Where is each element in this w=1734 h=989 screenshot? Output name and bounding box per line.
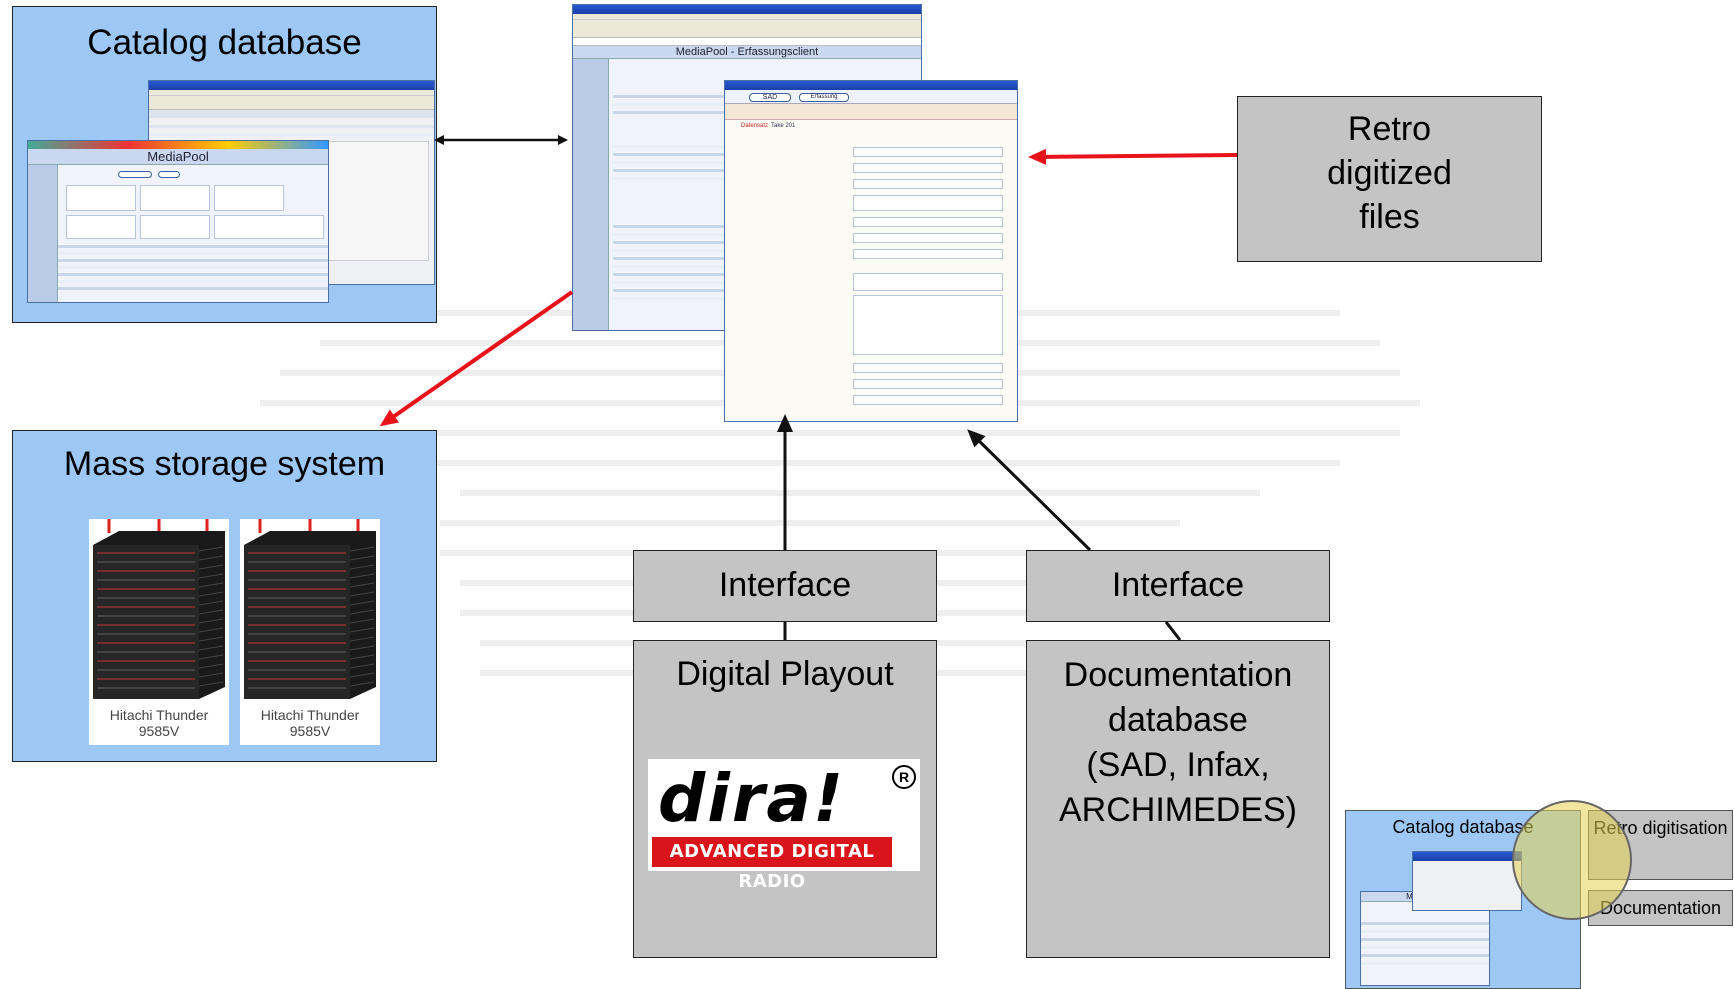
dira-logo: dira! R ADVANCED DIGITAL RADIO xyxy=(648,759,920,892)
drive-bay-side-line xyxy=(349,654,375,660)
drive-bay-side-line xyxy=(198,636,224,642)
documentation-database-box: Documentation database (SAD, Infax, ARCH… xyxy=(1026,640,1330,958)
drive-bay-side-line xyxy=(198,573,224,579)
mass-storage-system-box: Mass storage system Hitachi Thunder 9585… xyxy=(12,430,437,762)
interface-label: Interface xyxy=(718,566,852,604)
center-mediapool-header: MediaPool - Erfassungsclient xyxy=(573,46,921,59)
thumb-retro-panel: Retro digitisation xyxy=(1588,810,1733,880)
drive-bay-side-line xyxy=(349,645,375,651)
interface-box-documentation: Interface xyxy=(1026,550,1330,622)
drive-bay-side-line xyxy=(198,618,224,624)
retro-digitized-files-title: Retro digitized files xyxy=(1327,110,1452,236)
drive-bay-side-line xyxy=(349,546,375,552)
catalog-database-box: Catalog database MediaPool xyxy=(12,6,437,323)
datensatz-label: Datensatz xyxy=(741,123,769,129)
drive-bay-side-line xyxy=(198,555,224,561)
digital-playout-title: Digital Playout xyxy=(676,655,894,693)
documentation-interface-arrow xyxy=(967,429,1092,552)
documentation-database-title: Documentation database (SAD, Infax, ARCH… xyxy=(1058,656,1298,829)
thumb-documentation-panel: Documentation xyxy=(1588,890,1733,926)
drive-bay-side-line xyxy=(349,672,375,678)
documentation-interface-link xyxy=(1164,621,1182,641)
catalog-front-screenshot: MediaPool xyxy=(27,140,329,303)
interface-label: Interface xyxy=(1111,566,1245,604)
take-label: Take 201 xyxy=(771,123,796,129)
interface-box-playout: Interface xyxy=(633,550,937,622)
drive-bay-side-line xyxy=(198,654,224,660)
drive-bay-side-line xyxy=(198,546,224,552)
drive-bay-side-line xyxy=(349,636,375,642)
drive-bay-side-line xyxy=(349,555,375,561)
drive-bay-side-line xyxy=(198,609,224,615)
drive-bay-side-line xyxy=(349,582,375,588)
magnifier-lens-icon xyxy=(1512,800,1632,920)
drive-bay-side-line xyxy=(349,627,375,633)
center-to-mass-storage-arrow xyxy=(379,290,574,427)
drive-bay-side-line xyxy=(349,618,375,624)
registered-mark-icon: R xyxy=(892,765,916,789)
center-front-screenshot: SAD Erfassung Datensatz Take 201 xyxy=(724,80,1018,422)
storage-rack-2: Hitachi Thunder 9585V xyxy=(240,519,380,745)
erfassung-button[interactable]: Erfassung xyxy=(799,93,849,102)
drive-bay-side-line xyxy=(349,600,375,606)
drive-bay-side-line xyxy=(349,663,375,669)
drive-bay-side-line xyxy=(349,591,375,597)
drive-bay-side-line xyxy=(349,573,375,579)
digital-playout-box: Digital Playout dira! R ADVANCED DIGITAL… xyxy=(633,640,937,958)
server-rack-icon xyxy=(244,519,376,699)
drive-bay-side-line xyxy=(198,672,224,678)
drive-bay-side-line xyxy=(198,582,224,588)
catalog-database-title: Catalog database xyxy=(87,23,362,62)
drive-bay-side-line xyxy=(198,627,224,633)
drive-bay-side-line xyxy=(198,564,224,570)
mass-storage-title: Mass storage system xyxy=(63,445,386,483)
mediapool-header: MediaPool xyxy=(28,149,328,165)
sad-button[interactable]: SAD xyxy=(749,93,791,102)
drive-bay-side-line xyxy=(198,600,224,606)
retro-digitized-files-box: Retro digitized files xyxy=(1237,96,1542,262)
storage-rack-1: Hitachi Thunder 9585V xyxy=(89,519,229,745)
drive-bay-side-line xyxy=(349,681,375,687)
drive-bay-side-line xyxy=(349,609,375,615)
drive-bay-side-line xyxy=(198,663,224,669)
drive-bay-side-line xyxy=(349,564,375,570)
drive-bay-side-line xyxy=(198,591,224,597)
retro-to-center-arrow xyxy=(1028,148,1238,165)
server-rack-icon xyxy=(93,519,225,699)
drive-bay-side-line xyxy=(198,645,224,651)
drive-bay-side-line xyxy=(198,681,224,687)
